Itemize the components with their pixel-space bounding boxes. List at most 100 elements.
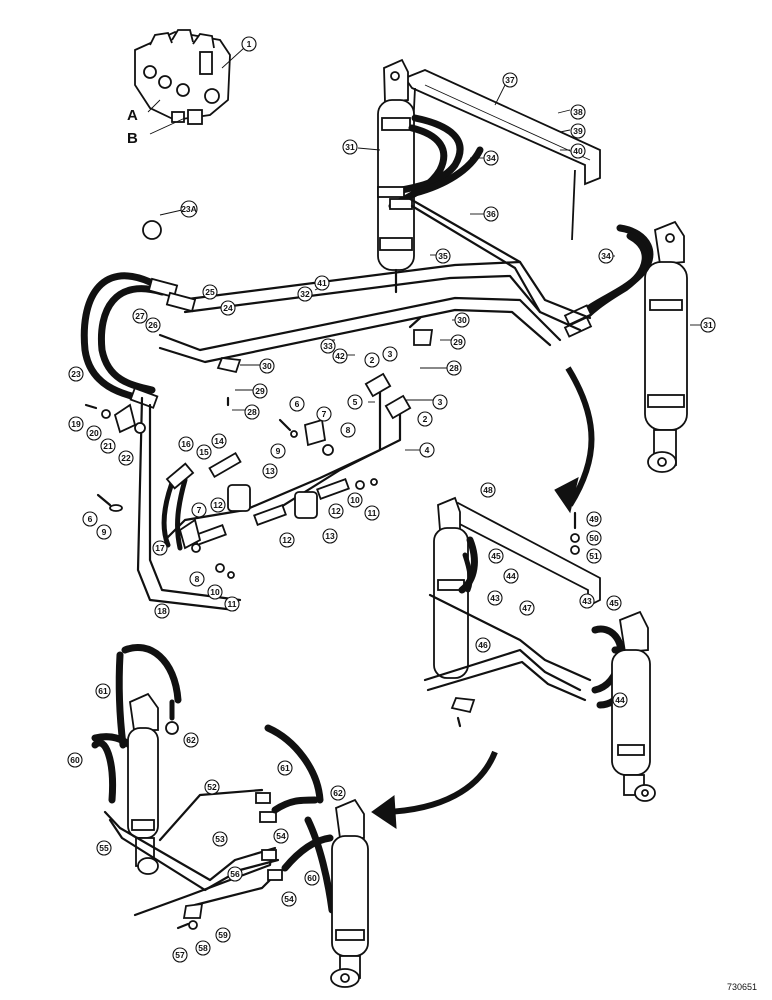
svg-text:59: 59 [218,930,228,940]
callout-28-left: 28 [244,404,260,420]
callout-20: 20 [86,425,102,441]
svg-text:52: 52 [207,782,217,792]
svg-text:8: 8 [346,425,351,435]
callout-13-upper: 13 [262,463,278,479]
callout-57: 57 [172,947,188,963]
callout-bubbles: 1 37 38 39 40 31 34 36 35 34 31 23A 25 2… [67,36,716,963]
svg-text:37: 37 [505,75,515,85]
svg-text:10: 10 [350,495,360,505]
callout-31-left: 31 [342,139,358,155]
callout-34-right: 34 [598,248,614,264]
callout-5: 5 [347,394,363,410]
callout-12-right: 12 [328,503,344,519]
svg-text:29: 29 [453,337,463,347]
callout-55: 55 [96,840,112,856]
callout-16: 16 [178,436,194,452]
callout-8-lower: 8 [189,571,205,587]
callout-48: 48 [480,482,496,498]
svg-text:61: 61 [98,686,108,696]
callout-31-right: 31 [700,317,716,333]
callout-15: 15 [196,444,212,460]
svg-text:33: 33 [323,341,333,351]
callout-3-lower: 3 [432,394,448,410]
svg-text:61: 61 [280,763,290,773]
svg-text:12: 12 [331,506,341,516]
callout-33: 33 [320,338,336,354]
callout-30-right: 30 [454,312,470,328]
svg-text:36: 36 [486,209,496,219]
callout-30-left: 30 [259,358,275,374]
clamps-and-bolts [84,316,434,434]
callout-23a: 23A [180,200,198,218]
callout-54-lower: 54 [281,891,297,907]
svg-text:31: 31 [345,142,355,152]
svg-text:49: 49 [589,514,599,524]
callout-2-lower: 2 [417,411,433,427]
svg-text:41: 41 [317,278,327,288]
svg-text:6: 6 [295,399,300,409]
callout-58: 58 [195,940,211,956]
svg-text:27: 27 [135,311,145,321]
svg-text:40: 40 [573,146,583,156]
svg-text:15: 15 [199,447,209,457]
callout-59: 59 [215,927,231,943]
svg-text:3: 3 [438,397,443,407]
callout-21: 21 [100,438,116,454]
callout-38: 38 [570,104,586,120]
callout-46: 46 [475,637,491,653]
callout-28-right: 28 [446,360,462,376]
main-tube-runs [158,194,592,364]
svg-text:56: 56 [230,869,240,879]
svg-text:4: 4 [425,445,430,455]
svg-text:2: 2 [423,414,428,424]
svg-text:43: 43 [582,596,592,606]
callout-25: 25 [202,284,218,300]
callout-1: 1 [241,36,257,52]
svg-text:29: 29 [255,386,265,396]
svg-text:54: 54 [276,831,286,841]
left-lift-cylinder [377,58,415,294]
callout-24: 24 [220,300,236,316]
svg-text:5: 5 [353,397,358,407]
callout-43-right: 43 [579,593,595,609]
svg-text:47: 47 [522,603,532,613]
svg-text:10: 10 [210,587,220,597]
svg-text:8: 8 [195,574,200,584]
callout-27: 27 [132,308,148,324]
svg-text:23A: 23A [181,204,197,214]
callout-13-lower: 13 [322,528,338,544]
svg-text:1: 1 [247,39,252,49]
svg-text:13: 13 [325,531,335,541]
callout-60-left: 60 [67,752,83,768]
callout-41: 41 [314,275,330,291]
svg-text:11: 11 [368,508,377,518]
callout-52: 52 [204,779,220,795]
callout-39: 39 [570,123,586,139]
svg-text:58: 58 [198,943,208,953]
callout-60-right: 60 [304,870,320,886]
svg-text:45: 45 [491,551,501,561]
callout-19: 19 [68,416,84,432]
callout-9-lower: 9 [96,524,112,540]
callout-14: 14 [211,433,227,449]
callout-45-right: 45 [606,595,622,611]
port-label-b: B [127,130,138,147]
svg-text:7: 7 [197,505,202,515]
svg-text:46: 46 [478,640,488,650]
callout-53: 53 [212,831,228,847]
svg-text:34: 34 [601,251,611,261]
svg-text:12: 12 [213,500,223,510]
svg-text:55: 55 [99,843,109,853]
callout-56: 56 [227,866,243,882]
control-valve [134,29,231,135]
callout-9-upper: 9 [270,443,286,459]
callout-12-middle: 12 [279,532,295,548]
callout-40: 40 [570,143,586,159]
svg-text:48: 48 [483,485,493,495]
callout-43-left: 43 [487,590,503,606]
callout-29-left: 29 [252,383,268,399]
svg-text:13: 13 [265,466,275,476]
svg-text:26: 26 [148,320,158,330]
callout-23: 23 [68,366,84,382]
svg-text:45: 45 [609,598,619,608]
